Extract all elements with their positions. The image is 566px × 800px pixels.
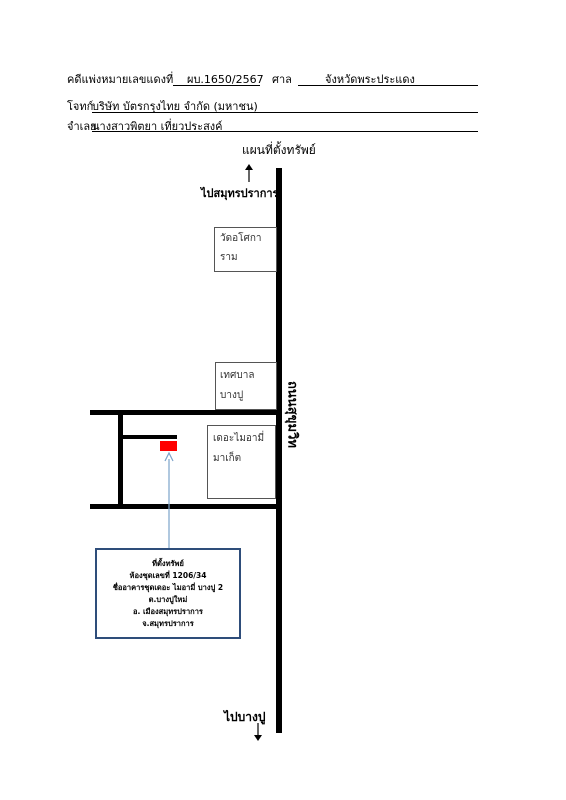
north-direction-label: ไปสมุทรปราการ bbox=[201, 187, 279, 200]
landmark-municipality-line1: เทศบาล bbox=[220, 370, 255, 381]
property-building: ชื่ออาคารชุดเดอะ ไมอามี่ บางปู 2 bbox=[112, 583, 224, 592]
defendant-name: นางสาวพิตยา เที่ยวประสงค์ bbox=[92, 120, 223, 133]
landmark-municipality-line2: บางปู bbox=[220, 390, 244, 401]
property-subdistrict: ต.บางปูใหม่ bbox=[148, 595, 188, 604]
case-number-line: คดีแพ่งหมายเลขแดงที่ ผบ.1650/2567 ศาล จั… bbox=[67, 70, 415, 88]
pointer-arrow-icon bbox=[164, 451, 174, 548]
property-marker bbox=[160, 441, 177, 451]
road-name-label: ถนนสุขุมวิท bbox=[284, 381, 300, 448]
case-number-underline bbox=[173, 85, 260, 86]
case-number: ผบ.1650/2567 bbox=[187, 73, 264, 86]
defendant-line: จำเลย นางสาวพิตยา เที่ยวประสงค์ bbox=[67, 117, 223, 135]
landmark-market-line2: มาเก็ต bbox=[213, 453, 242, 464]
landmark-municipality bbox=[215, 362, 277, 410]
map-title: แผนที่ตั้งทรัพย์ bbox=[242, 143, 316, 157]
south-direction-label: ไปบางปู bbox=[224, 710, 266, 724]
plaintiff-line: โจทก์ บริษัท บัตรกรุงไทย จำกัด (มหาชน) bbox=[67, 97, 258, 115]
property-info-box: ที่ตั้งทรัพย์ ห้องชุดเลขที่ 1206/34 ชื่อ… bbox=[95, 548, 241, 639]
court-name: จังหวัดพระประแดง bbox=[325, 73, 415, 86]
landmark-market-line1: เดอะไมอามี่ bbox=[213, 433, 265, 444]
property-title: ที่ตั้งทรัพย์ bbox=[152, 559, 184, 568]
defendant-label: จำเลย bbox=[67, 120, 97, 133]
defendant-underline bbox=[92, 131, 478, 132]
north-arrow-icon bbox=[245, 164, 253, 182]
plaintiff-label: โจทก์ bbox=[67, 100, 94, 113]
lower-side-road bbox=[90, 504, 278, 509]
case-label: คดีแพ่งหมายเลขแดงที่ bbox=[67, 73, 174, 86]
upper-side-road bbox=[90, 410, 278, 415]
property-province: จ.สมุทรปราการ bbox=[142, 619, 194, 628]
court-label: ศาล bbox=[272, 73, 292, 86]
plaintiff-name: บริษัท บัตรกรุงไทย จำกัด (มหาชน) bbox=[92, 100, 258, 113]
plaintiff-underline bbox=[92, 112, 478, 113]
property-unit: ห้องชุดเลขที่ 1206/34 bbox=[129, 571, 207, 580]
landmark-temple-line2: ราม bbox=[220, 252, 238, 263]
main-road bbox=[276, 168, 282, 733]
connector-road bbox=[118, 412, 123, 508]
soi-road bbox=[120, 435, 177, 439]
landmark-temple-line1: วัดอโศกา bbox=[220, 233, 262, 244]
landmark-market bbox=[207, 425, 276, 499]
property-district: อ. เมืองสมุทรปราการ bbox=[133, 607, 203, 616]
south-arrow-icon bbox=[254, 723, 262, 741]
court-name-underline bbox=[298, 85, 478, 86]
landmark-temple bbox=[214, 227, 277, 272]
